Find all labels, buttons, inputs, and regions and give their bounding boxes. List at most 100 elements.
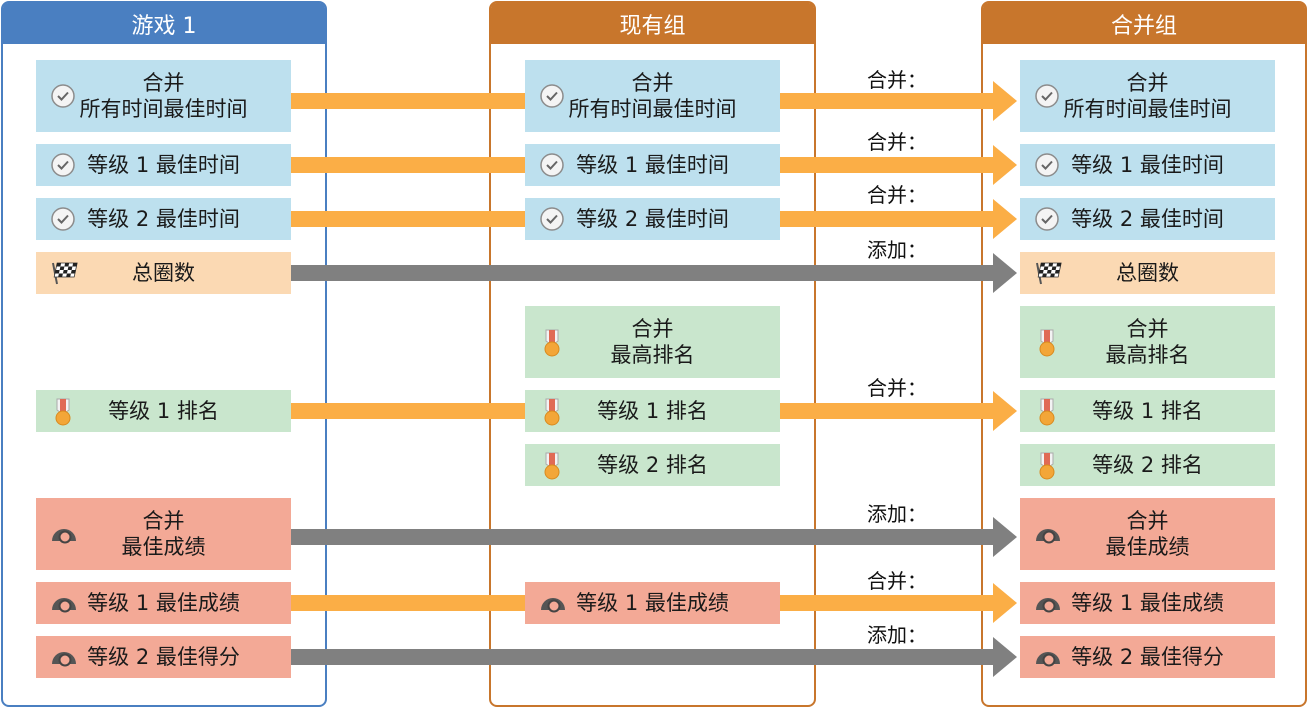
arrow (291, 253, 1017, 293)
arrow (779, 145, 1017, 185)
existing-group-column: 现有组 (489, 1, 816, 707)
box-label: 等级 1 排名 (597, 399, 708, 423)
existing-level1-rank: 等级 1 排名 (525, 390, 780, 432)
box-label: 等级 2 最佳时间 (1071, 207, 1224, 231)
box-subtitle: 最高排名 (1105, 343, 1190, 367)
merged-group-column: 合并组 (981, 1, 1307, 707)
medal-icon (49, 397, 77, 426)
arrow-connector (291, 157, 525, 173)
merged-level2-best-points: 等级 2 最佳得分 (1020, 636, 1275, 678)
box-subtitle: 所有时间最佳时间 (1063, 97, 1232, 121)
box-label: 等级 1 最佳成绩 (576, 591, 729, 615)
medal-icon (1033, 397, 1061, 426)
existing-level1-best-time: 等级 1 最佳时间 (525, 144, 780, 186)
check-circle-icon (1033, 151, 1061, 179)
merged-level1-best-score: 等级 1 最佳成绩 (1020, 582, 1275, 624)
box-label: 等级 2 排名 (597, 453, 708, 477)
box-title: 合并 (142, 509, 185, 533)
box-label: 等级 2 最佳时间 (576, 207, 729, 231)
gauge-icon (1033, 589, 1061, 617)
arrow (779, 391, 1017, 431)
arrow-connector (291, 595, 525, 611)
check-circle-icon (1033, 205, 1061, 233)
gauge-icon (538, 589, 566, 617)
gauge-icon (1033, 643, 1061, 671)
box-label: 等级 1 排名 (1092, 399, 1203, 423)
check-circle-icon (1033, 82, 1061, 110)
game1-column: 游戏 1 (1, 1, 327, 707)
box-label: 等级 2 最佳得分 (87, 645, 240, 669)
box-label: 等级 1 最佳时间 (1071, 153, 1224, 177)
arrow-connector (291, 211, 525, 227)
arrow-label: 添加： (867, 502, 927, 526)
game1-level2-best-time: 等级 2 最佳时间 (36, 198, 291, 240)
existing-level2-rank: 等级 2 排名 (525, 444, 780, 486)
game1-total-laps: 总圈数 (36, 252, 291, 294)
box-title: 合并 (1126, 317, 1169, 341)
arrow-label: 合并： (867, 183, 927, 207)
medal-icon (538, 397, 566, 426)
box-title: 合并 (1126, 509, 1169, 533)
arrow-label: 合并： (867, 569, 927, 593)
merged-level2-best-time: 等级 2 最佳时间 (1020, 198, 1275, 240)
check-circle-icon (538, 205, 566, 233)
box-subtitle: 最佳成绩 (121, 535, 206, 559)
merged-all-time-best-time: 合并所有时间最佳时间 (1020, 60, 1275, 132)
arrow-connector (291, 93, 525, 109)
medal-icon (1033, 451, 1061, 480)
arrow-label: 合并： (867, 130, 927, 154)
box-subtitle: 最佳成绩 (1105, 535, 1190, 559)
checkered-flag-icon (49, 259, 78, 287)
arrow-label: 添加： (867, 238, 927, 262)
game1-level1-best-score: 等级 1 最佳成绩 (36, 582, 291, 624)
arrow-label: 合并： (867, 68, 927, 92)
arrow (779, 199, 1017, 239)
check-circle-icon (538, 82, 566, 110)
check-circle-icon (49, 82, 77, 110)
game1-best-score: 合并最佳成绩 (36, 498, 291, 570)
merged-total-laps: 总圈数 (1020, 252, 1275, 294)
medal-icon (538, 328, 566, 357)
box-label: 等级 2 排名 (1092, 453, 1203, 477)
box-label: 等级 1 最佳时间 (87, 153, 240, 177)
game1-header: 游戏 1 (3, 3, 325, 44)
box-subtitle: 最高排名 (610, 343, 695, 367)
game1-level1-rank: 等级 1 排名 (36, 390, 291, 432)
gauge-icon (49, 589, 77, 617)
arrow (291, 517, 1017, 557)
checkered-flag-icon (1033, 259, 1062, 287)
existing-group-header: 现有组 (491, 3, 814, 44)
medal-icon (538, 451, 566, 480)
merged-level1-best-time: 等级 1 最佳时间 (1020, 144, 1275, 186)
check-circle-icon (49, 151, 77, 179)
merged-level2-rank: 等级 2 排名 (1020, 444, 1275, 486)
gauge-icon (49, 643, 77, 671)
box-subtitle: 所有时间最佳时间 (568, 97, 737, 121)
box-label: 等级 1 最佳时间 (576, 153, 729, 177)
box-title: 合并 (1126, 71, 1169, 95)
arrow (779, 583, 1017, 623)
game1-level2-best-points: 等级 2 最佳得分 (36, 636, 291, 678)
gauge-icon (49, 520, 77, 548)
arrow (779, 81, 1017, 121)
game1-level1-best-time: 等级 1 最佳时间 (36, 144, 291, 186)
box-subtitle: 所有时间最佳时间 (79, 97, 248, 121)
arrow-label: 添加： (867, 623, 927, 647)
box-title: 合并 (631, 317, 674, 341)
box-title: 合并 (631, 71, 674, 95)
box-label: 等级 1 最佳成绩 (1071, 591, 1224, 615)
merged-highest-rank: 合并最高排名 (1020, 306, 1275, 378)
arrow-connector (291, 403, 525, 419)
box-label: 等级 1 最佳成绩 (87, 591, 240, 615)
existing-highest-rank: 合并最高排名 (525, 306, 780, 378)
check-circle-icon (49, 205, 77, 233)
box-label: 等级 1 排名 (108, 399, 219, 423)
merged-level1-rank: 等级 1 排名 (1020, 390, 1275, 432)
merged-best-score: 合并最佳成绩 (1020, 498, 1275, 570)
arrow (291, 637, 1017, 677)
box-label: 总圈数 (1116, 261, 1179, 285)
box-title: 合并 (142, 71, 185, 95)
existing-level2-best-time: 等级 2 最佳时间 (525, 198, 780, 240)
existing-level1-best-score: 等级 1 最佳成绩 (525, 582, 780, 624)
